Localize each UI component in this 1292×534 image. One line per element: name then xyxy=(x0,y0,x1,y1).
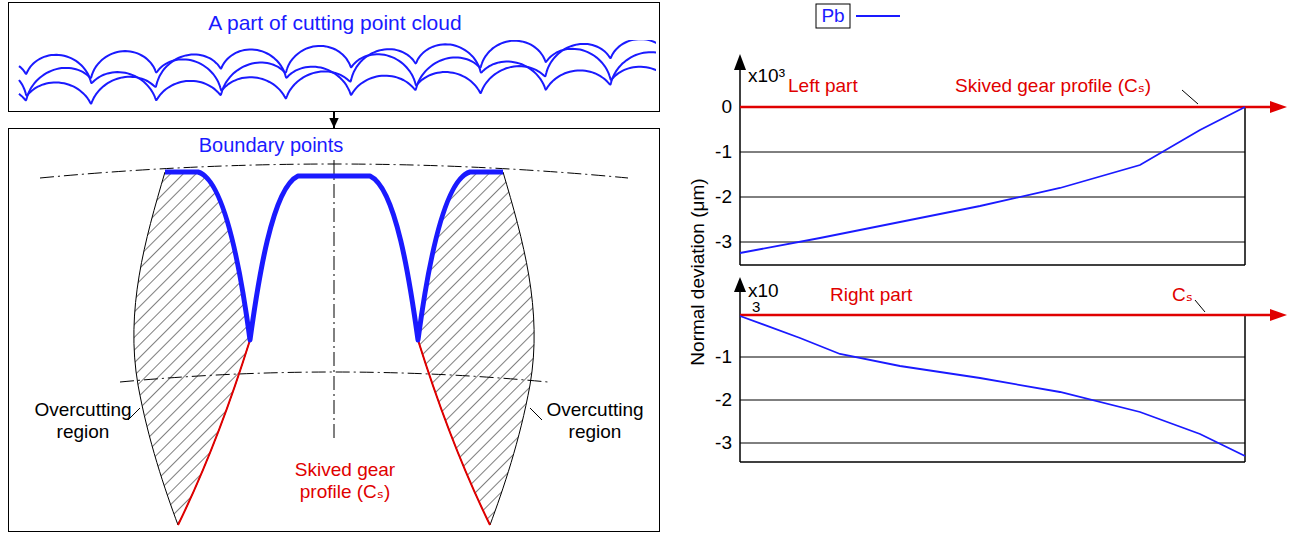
panel-label: Boundary points xyxy=(199,134,344,157)
chart xyxy=(740,66,1245,462)
boundary-curve xyxy=(165,172,503,340)
panel-label: Overcutting region xyxy=(33,399,133,443)
chart-label: -1 xyxy=(715,346,732,368)
deviation-curve xyxy=(740,316,1245,456)
legend-frame xyxy=(816,4,850,28)
gear-profile-panel: Boundary pointsOvercutting region Overcut… xyxy=(8,128,660,532)
legend-sample xyxy=(856,15,900,17)
point-cloud-panel: A part of cutting point cloud xyxy=(8,2,660,112)
chart-label: -3 xyxy=(715,231,732,253)
chart-label: -1 xyxy=(715,141,732,163)
skived-profile xyxy=(178,340,250,525)
panel-label: Overcutting region xyxy=(545,399,645,443)
chart-label: Normal deviation (μm) xyxy=(687,178,709,365)
overcut-region xyxy=(418,172,534,525)
deviation-curve xyxy=(740,107,1245,253)
point-cloud xyxy=(19,40,656,104)
panel-label: Skived gear profile (Cₛ) xyxy=(275,459,415,503)
overcut-region xyxy=(134,172,250,525)
chart-label: x10³ xyxy=(748,65,785,87)
flow-arrow xyxy=(329,112,338,128)
chart-label: -3 xyxy=(715,432,732,454)
chart-label: Left part xyxy=(788,75,858,97)
chart-label: Right part xyxy=(830,284,912,306)
chart-label: 0 xyxy=(721,96,732,118)
chart-label: Cₛ xyxy=(1172,284,1193,306)
center-line xyxy=(334,160,335,440)
cloud-strand xyxy=(19,40,656,100)
panel-label: A part of cutting point cloud xyxy=(208,11,461,35)
chart-label: Skived gear profile (Cₛ) xyxy=(955,75,1151,97)
chart-label: -2 xyxy=(715,389,732,411)
leader-line xyxy=(530,408,542,420)
legend-label: Pb xyxy=(821,5,844,27)
chart-label: -2 xyxy=(715,186,732,208)
chart-label: 3 xyxy=(752,298,760,315)
skived-profile xyxy=(418,340,490,525)
